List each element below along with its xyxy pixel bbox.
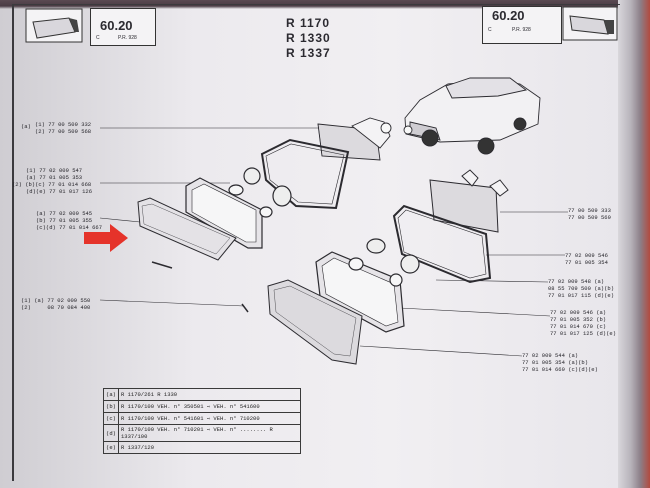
table-row: (e) R 1337/120 [103,441,301,454]
lamp-housing-left [185,167,292,249]
label-right-1-line1: 77 00 509 333 [568,207,611,214]
table-row: (d) R 1170/100 VEH. n° 710201 ⇨ VEH. n° … [103,424,301,442]
car-illustration [404,77,541,155]
table-row: (a) R 1170/261 R 1330 [103,388,301,401]
ref-key-b: (b) [103,400,119,413]
ref-text-d: R 1170/100 VEH. n° 710201 ⇨ VEH. n° ....… [118,424,301,442]
label-right-4-line4: 77 01 017 125 (d)(e) [550,330,617,337]
section-code-pr-right: P.R. 928 [512,27,531,33]
label-right-4-line2: 77 01 005 352 (b) [550,316,607,323]
rear-lens-bottom [241,279,363,365]
vehicle-reference-table: (a) R 1170/261 R 1330 (b) R 1170/100 VEH… [103,388,301,454]
taillight-thumbnail-left [25,8,83,43]
section-code-c-right: C [488,27,492,33]
label-left-1-key: (a) [21,123,31,130]
red-arrow-icon [84,224,128,252]
model-1: R 1170 [286,16,331,30]
label-left-3-line1: (a) 77 02 009 545 [36,210,93,217]
label-left-1-line1: (1) 77 00 509 332 [35,121,92,128]
ref-key-c: (c) [103,412,119,425]
ref-text-b: R 1170/100 VEH. n° 350501 ⇨ VEH. n° 5416… [118,400,301,413]
label-right-4-line3: 77 01 014 670 (c) [550,323,607,330]
taillight-thumbnail-right [562,6,618,41]
label-left-2-line1: (1) 77 02 009 547 [26,167,83,174]
table-row: (c) R 1170/100 VEH. n° 541601 ⇨ VEH. n° … [103,412,301,425]
label-left-2-line2: (a) 77 01 005 353 [26,174,83,181]
label-right-4-line1: 77 02 009 546 (a) [550,309,607,316]
rear-lens-left [137,197,237,269]
model-2: R 1330 [286,31,331,45]
ref-text-c: R 1170/100 VEH. n° 541601 ⇨ VEH. n° 7102… [118,412,301,425]
label-left-4-line1: (1) (a) 77 02 009 550 [21,297,91,304]
label-left-2-line4: (d)(e) 77 01 017 126 [26,188,93,195]
ref-key-d: (d) [103,424,119,442]
label-left-4-line2: (2) 08 70 084 400 [21,304,91,311]
label-left-1-line2: (2) 77 00 509 568 [35,128,92,135]
section-code-c-left: C [96,35,100,41]
label-left-3-line2: (b) 77 01 005 355 [36,217,93,224]
rear-lens-right-upper [429,169,509,233]
ref-text-a: R 1170/261 R 1330 [118,388,301,401]
section-code-box-left [90,8,156,46]
lamp-housing-bottom [315,238,420,333]
label-right-3-line2: 08 55 709 500 (a)(b) [548,285,615,292]
section-code-pr-left: P.R. 928 [118,35,137,41]
label-right-5-line2: 77 01 005 354 (a)(b) [522,359,589,366]
label-right-5-line1: 77 02 009 544 (a) [522,352,579,359]
page-frame [12,4,620,481]
page-gutter [618,0,650,488]
model-3: R 1337 [286,46,331,60]
label-left-3-line3: (c)(d) 77 01 014 667 [36,224,103,231]
section-code-right: 60.20 [492,8,525,23]
ref-key-e: (e) [103,441,119,454]
label-right-2-line1: 77 02 009 546 [565,252,608,259]
section-code-box-right [482,6,562,44]
rear-lens-upper [317,117,413,161]
table-row: (b) R 1170/100 VEH. n° 350501 ⇨ VEH. n° … [103,400,301,413]
label-right-3-line3: 77 01 017 115 (d)(e) [548,292,615,299]
label-right-3-line1: 77 02 009 548 (a) [548,278,605,285]
label-right-5-line3: 77 01 014 669 (c)(d)(e) [522,366,598,373]
label-left-2-line3: (2) (b)(c) 77 01 014 668 [12,181,92,188]
section-code-left: 60.20 [100,18,133,33]
ref-key-a: (a) [103,388,119,401]
label-right-2-line2: 77 01 005 354 [565,259,608,266]
ref-text-e: R 1337/120 [118,441,301,454]
label-right-1-line2: 77 00 509 569 [568,214,611,221]
